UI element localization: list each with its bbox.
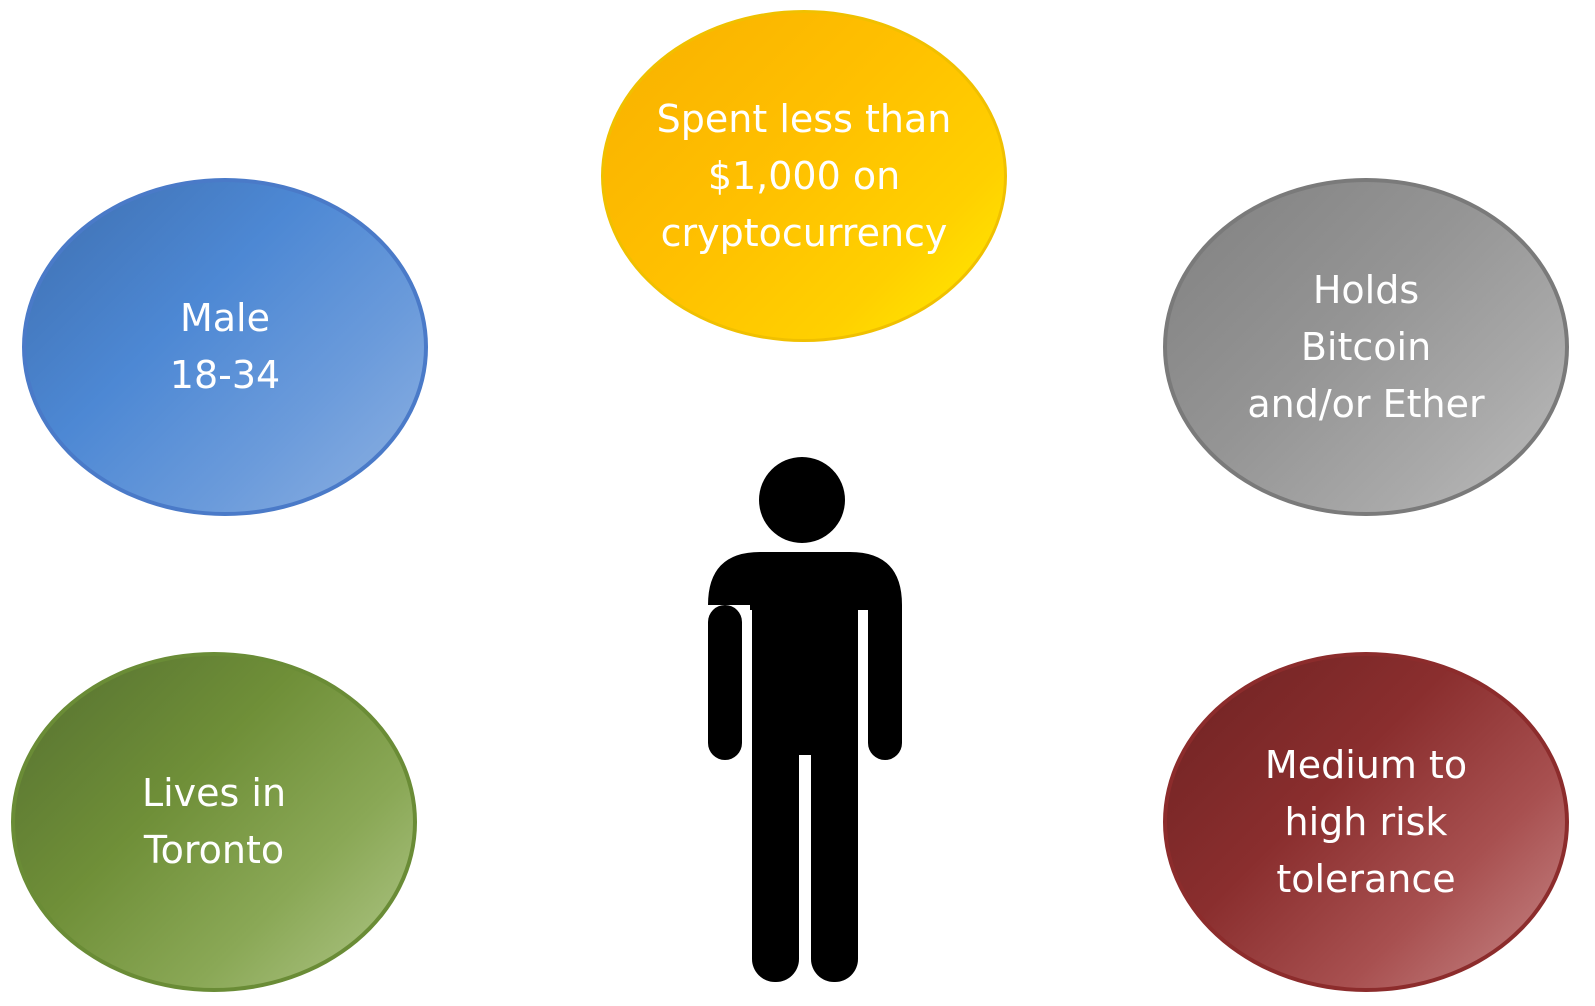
person-left-arm [708, 605, 742, 760]
bubble-risk-text: Medium to high risk tolerance [1264, 742, 1468, 901]
bubble-holdings: Holds Bitcoin and/or Ether [1163, 178, 1569, 516]
person-silhouette-icon [708, 457, 902, 982]
bubble-risk: Medium to high risk tolerance [1163, 652, 1569, 992]
person-hips [752, 605, 858, 755]
bubble-location-text: Lives in Toronto [141, 771, 287, 872]
bubble-spend: Spent less than $1,000 on cryptocurrency [601, 10, 1007, 342]
bubble-demographic: Male 18-34 [22, 178, 428, 516]
bubble-demographic-text: Male 18-34 [169, 296, 281, 397]
person-left-arm-gap [742, 610, 752, 745]
bubble-holdings-text: Holds Bitcoin and/or Ether [1247, 267, 1485, 426]
bubble-spend-text: Spent less than $1,000 on cryptocurrency [656, 96, 952, 255]
person-right-arm-gap [858, 610, 868, 745]
person-head [759, 457, 845, 543]
bubble-location: Lives in Toronto [11, 652, 417, 992]
person-right-arm [868, 605, 902, 760]
